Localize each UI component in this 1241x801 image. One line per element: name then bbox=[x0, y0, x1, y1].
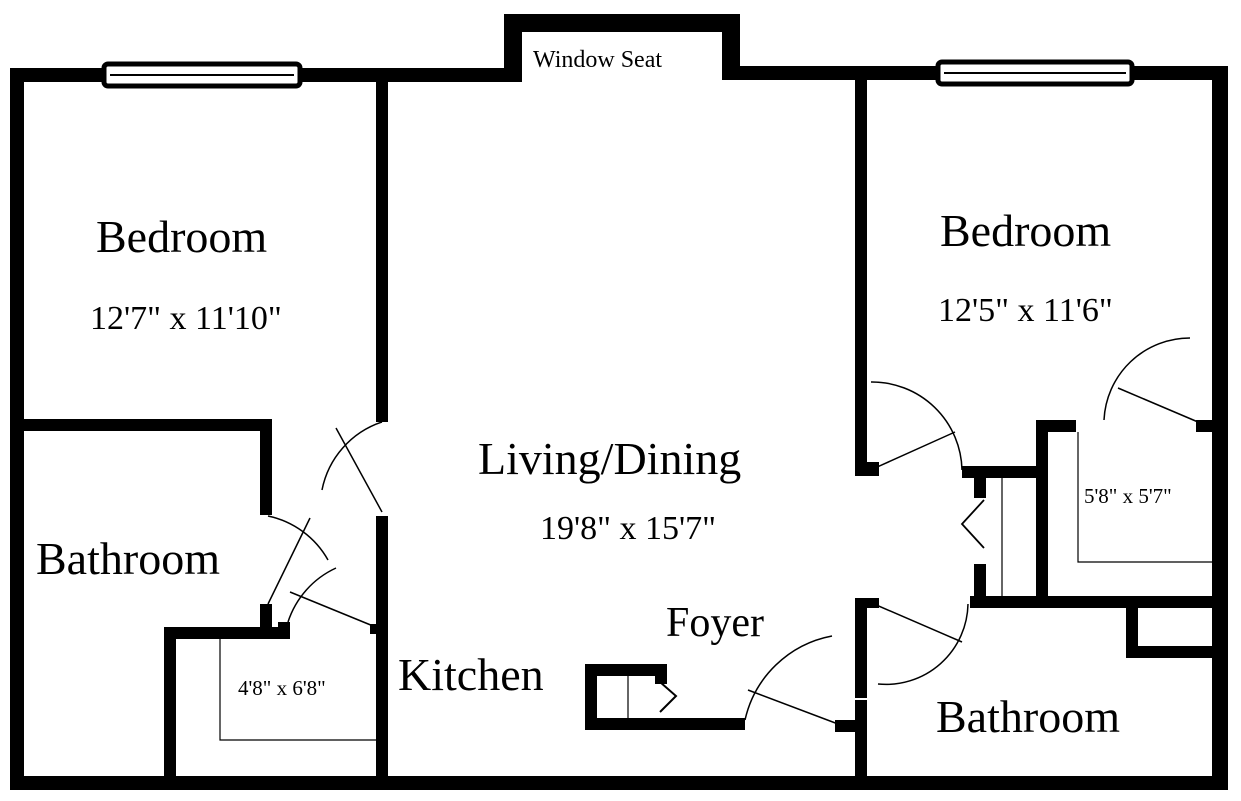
door-bathroom-left bbox=[267, 515, 329, 605]
pantry-door-chevron bbox=[659, 681, 678, 713]
wall-closet-left-door-stop bbox=[370, 624, 384, 634]
wall-bathroom-right-top bbox=[970, 596, 1220, 608]
label-bathroom-left: Bathroom bbox=[36, 533, 220, 584]
label-window-seat: Window Seat bbox=[533, 47, 663, 73]
label-living-dining-size: 19'8" x 15'7" bbox=[540, 510, 717, 547]
label-bedroom-right-size: 12'5" x 11'6" bbox=[938, 292, 1113, 329]
wall-kitchen-stub-left bbox=[585, 664, 597, 730]
wall-closet-right-top-right bbox=[1196, 420, 1218, 432]
wall-kitchen-stub-top bbox=[585, 664, 665, 676]
label-bathroom-right: Bathroom bbox=[936, 691, 1120, 742]
door-bathroom-right bbox=[873, 603, 969, 686]
wall-bedroom-right-bottom bbox=[962, 466, 1046, 478]
wall-bedroom-bathroom-left bbox=[22, 419, 270, 431]
door-hall-closet bbox=[960, 478, 1003, 598]
wall-bedroom-right-living bbox=[855, 80, 867, 470]
wall-closet-left-top bbox=[164, 627, 288, 639]
outer-wall-bottom bbox=[10, 776, 1228, 790]
label-living-dining: Living/Dining bbox=[478, 433, 742, 484]
closet-left-shelf bbox=[219, 638, 382, 741]
label-kitchen: Kitchen bbox=[398, 649, 544, 700]
closet-right-shelf bbox=[1077, 432, 1214, 563]
outer-wall-left bbox=[10, 68, 24, 790]
door-bedroom-left bbox=[321, 421, 383, 513]
outer-wall-right bbox=[1212, 66, 1228, 790]
wall-closet-right-top bbox=[1036, 420, 1076, 432]
wall-hall-closet-lower bbox=[974, 564, 986, 606]
wall-linen-left bbox=[1126, 606, 1138, 658]
wall-bedroom-right-jamb bbox=[855, 462, 879, 476]
wall-kitchen-stub-bottom bbox=[585, 718, 745, 730]
wall-closet-left-side bbox=[164, 627, 176, 778]
wall-bathroom-left-stub bbox=[260, 419, 272, 515]
label-closet-left-size: 4'8" x 6'8" bbox=[238, 676, 326, 700]
wall-living-kitchen-left bbox=[376, 516, 388, 778]
label-bedroom-left: Bedroom bbox=[96, 211, 268, 262]
wall-linen-bottom bbox=[1126, 646, 1222, 658]
wall-bathroom-right-left-upper bbox=[855, 598, 867, 698]
door-foyer bbox=[744, 635, 839, 725]
label-foyer: Foyer bbox=[666, 600, 764, 646]
wall-hall-closet-upper bbox=[974, 478, 986, 498]
label-closet-right-size: 5'8" x 5'7" bbox=[1084, 484, 1172, 508]
label-bedroom-left-size: 12'7" x 11'10" bbox=[90, 300, 282, 337]
wall-closet-right-left bbox=[1036, 420, 1048, 606]
door-closet-left bbox=[287, 567, 379, 629]
door-closet-right bbox=[1103, 337, 1199, 423]
window-seat-wall-top bbox=[504, 14, 740, 32]
wall-kitchen-stub-jamb bbox=[655, 664, 667, 684]
wall-bathroom-right-left-lower bbox=[855, 700, 867, 790]
label-bedroom-right: Bedroom bbox=[940, 205, 1112, 256]
door-bedroom-right bbox=[870, 381, 963, 471]
wall-bathroom-left-jamb bbox=[260, 604, 272, 634]
wall-bedroom-left-living bbox=[376, 82, 388, 422]
wall-closet-left-jamb bbox=[278, 622, 290, 639]
